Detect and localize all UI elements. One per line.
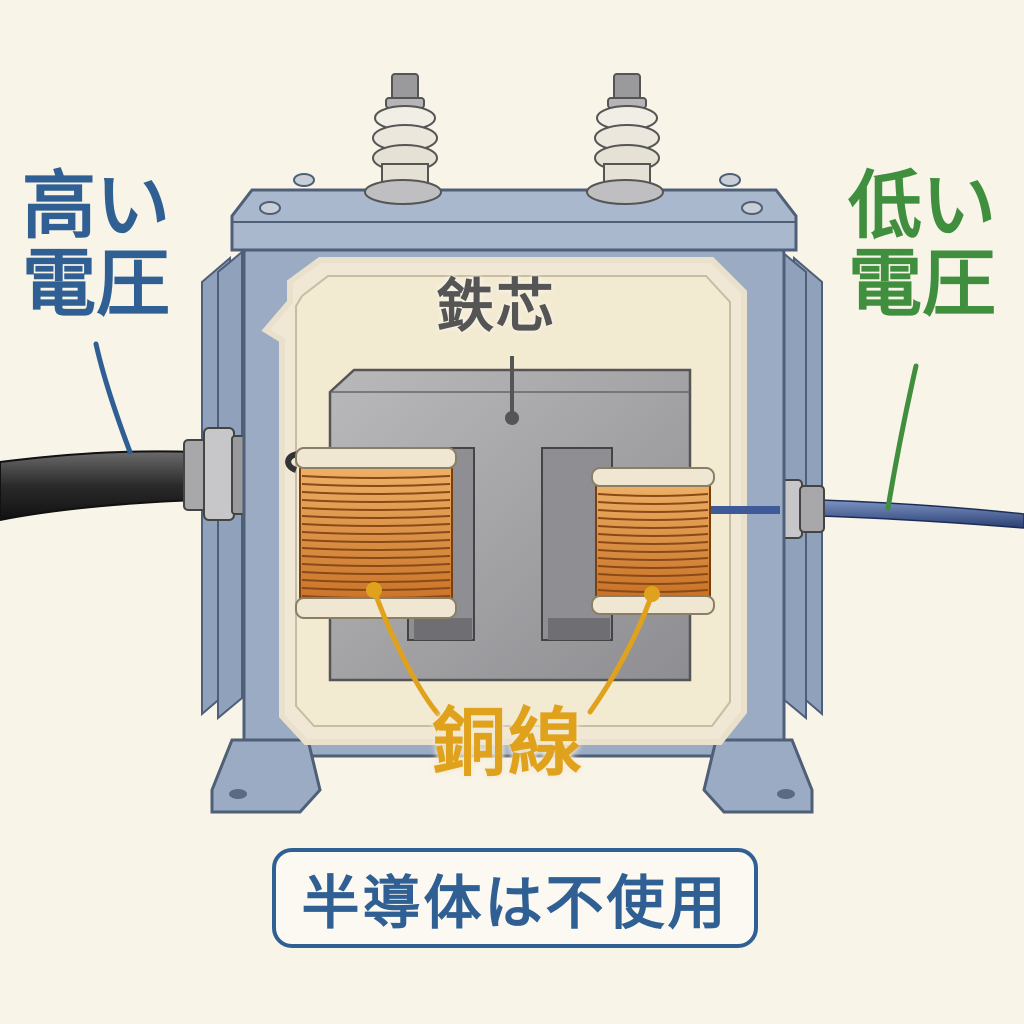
coil-turn	[301, 483, 451, 487]
coil-turn	[597, 525, 709, 529]
coil-turn	[301, 523, 451, 527]
leader-copper-wire	[366, 582, 660, 717]
coil-turn	[301, 555, 451, 559]
coil-turn	[597, 509, 709, 513]
coil-turn	[301, 499, 451, 503]
coil-turn	[301, 507, 451, 511]
coil-turn	[301, 475, 451, 479]
low-voltage-label: 低い電圧	[848, 163, 996, 327]
coil-turn	[301, 571, 451, 575]
coil-turn	[597, 565, 709, 569]
leader-high-voltage	[93, 341, 133, 455]
high-voltage-cable	[0, 450, 197, 522]
cable-gland-left	[183, 427, 247, 521]
note-box: 半導体は不使用	[272, 848, 758, 948]
primary-coil	[285, 447, 457, 619]
iron-core-label: 鉄芯	[436, 272, 557, 340]
insulator-bushing-left	[364, 73, 442, 205]
secondary-coil	[591, 467, 780, 615]
coil-turn	[597, 501, 709, 505]
high-voltage-label: 高い電圧	[22, 163, 170, 327]
low-voltage-cable	[819, 499, 1024, 529]
note-text: 半導体は不使用	[301, 869, 729, 937]
coil-turn	[301, 547, 451, 551]
coil-turn	[301, 491, 451, 495]
coil-turn	[597, 541, 709, 545]
coil-turn	[597, 573, 709, 577]
coil-turn	[597, 493, 709, 497]
coil-turn	[597, 557, 709, 561]
coil-turn	[301, 579, 451, 583]
coil-turn	[301, 515, 451, 519]
copper-wire-label: 銅線	[432, 700, 584, 786]
coil-turn	[597, 517, 709, 521]
coil-turn	[301, 539, 451, 543]
coil-turn	[301, 531, 451, 535]
leader-low-voltage	[885, 363, 919, 511]
coil-turn	[597, 581, 709, 585]
coil-turn	[597, 533, 709, 537]
leader-iron-core	[505, 356, 519, 425]
coil-turn	[301, 563, 451, 567]
insulator-bushing-right	[586, 73, 664, 205]
coil-turn	[597, 549, 709, 553]
